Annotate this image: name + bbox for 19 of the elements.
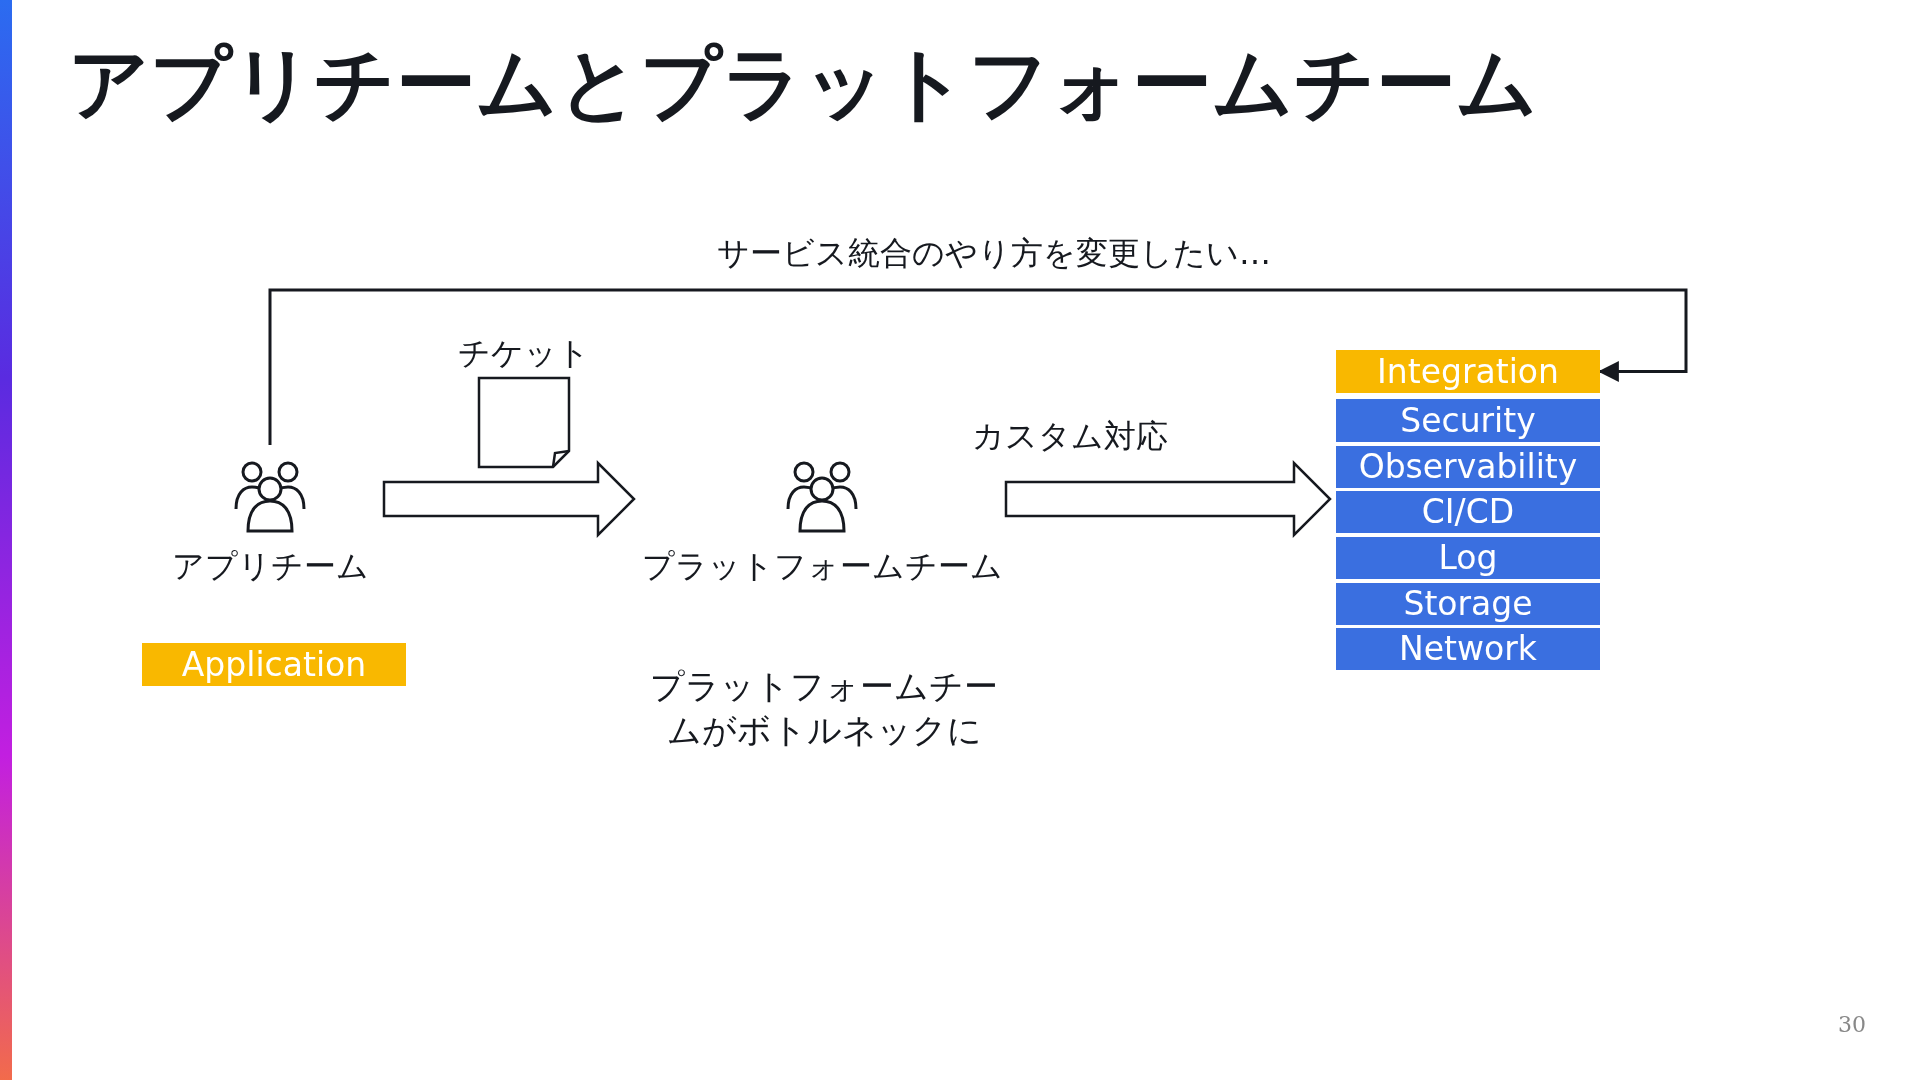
team-label: プラットフォームチーム [641,547,1003,585]
edge-label: サービス統合のやり方を変更したい… [717,234,1271,272]
highlight-bar: Application [142,643,406,686]
highlight-bar: Integration [1336,350,1600,393]
edge-label: カスタム対応 [972,417,1168,455]
layer-bar: Storage [1336,583,1600,625]
block-arrow [382,460,636,538]
edge-label: チケット [458,334,590,372]
page-number: 30 [1838,1011,1866,1037]
layer-bar: Security [1336,399,1600,442]
block-arrow [1004,460,1332,538]
team-label: アプリチーム [171,547,369,585]
layer-bar: Observability [1336,446,1600,488]
layer-bar: CI/CD [1336,491,1600,533]
layer-bar: Log [1336,537,1600,579]
note: プラットフォームチームがボトルネックに [649,664,999,752]
slide-title: アプリチームとプラットフォームチーム [68,38,1538,130]
layer-bar: Network [1336,628,1600,670]
feedback-arrow [268,288,1688,445]
